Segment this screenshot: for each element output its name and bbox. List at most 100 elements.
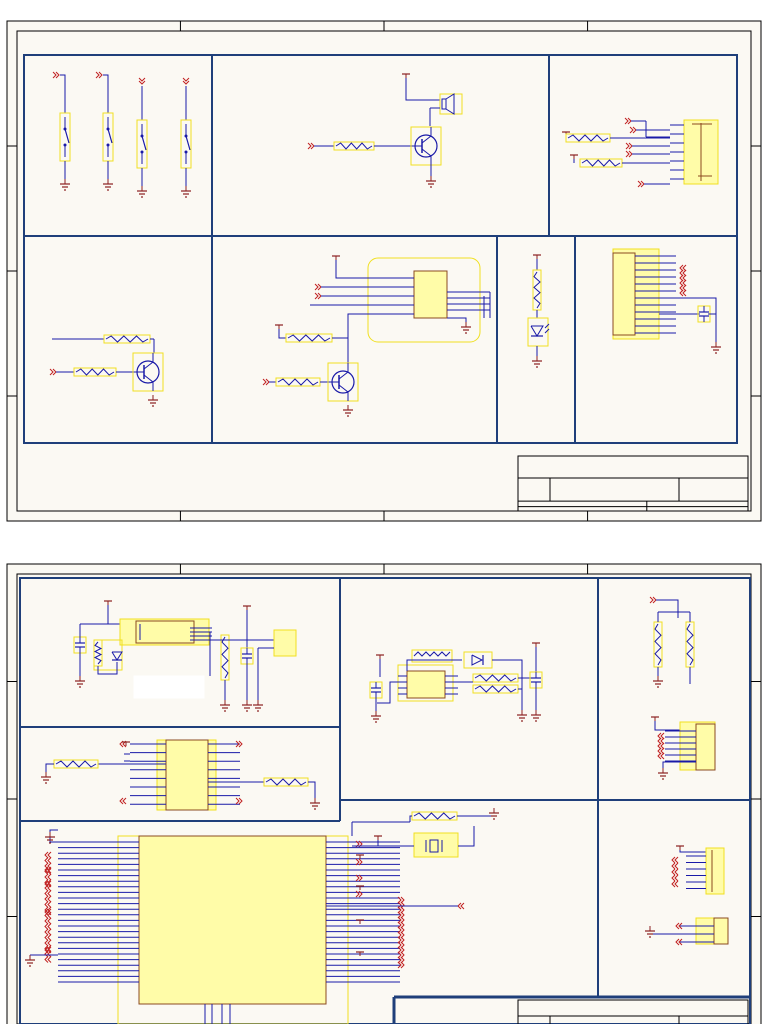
ground-icon — [253, 700, 263, 712]
net-chevron — [682, 269, 687, 277]
net-chevron — [400, 901, 405, 909]
sheet-1 — [6, 20, 762, 522]
net-chevron — [44, 934, 49, 941]
net-arrow-icon — [657, 737, 665, 745]
transistor-emitter — [143, 374, 154, 383]
net-arrow-icon — [671, 868, 679, 876]
wire — [60, 74, 66, 113]
net-chevron — [400, 951, 405, 959]
speaker-cone — [445, 93, 455, 115]
switch-contact — [140, 134, 144, 138]
net-chevron — [397, 896, 402, 904]
net-chevron — [47, 906, 52, 914]
net-chevron — [679, 279, 684, 287]
net-chevron — [657, 742, 662, 750]
ground-icon — [137, 186, 147, 198]
led-outline — [527, 317, 549, 347]
transistor-emitter — [421, 148, 432, 157]
power-port-icon — [532, 642, 540, 647]
net-chevron — [44, 880, 49, 888]
net-arrow-icon — [397, 941, 405, 949]
net-chevron — [355, 874, 360, 882]
net-chevron — [98, 71, 103, 79]
ic-package — [406, 670, 446, 699]
net-chevron — [238, 740, 243, 748]
net-chevron — [47, 917, 52, 925]
ground-icon — [25, 955, 35, 967]
resistor-zigzag — [93, 641, 103, 665]
switch-contact — [106, 127, 110, 131]
power-port-icon — [570, 154, 578, 159]
wire — [659, 297, 717, 342]
net-chevron — [49, 368, 54, 376]
connector-body — [695, 723, 716, 771]
transistor-collector — [338, 371, 349, 380]
net-chevron — [397, 941, 402, 949]
net-chevron — [400, 896, 405, 904]
net-chevron — [47, 923, 52, 930]
net-chevron — [47, 928, 52, 936]
net-arrow-icon — [44, 908, 52, 916]
ic-package — [413, 270, 448, 319]
net-chevron — [182, 77, 190, 82]
net-chevron — [44, 908, 49, 916]
net-chevron — [44, 917, 49, 925]
net-chevron — [358, 874, 363, 882]
power-port-icon — [651, 716, 659, 721]
ic-outline-rounded — [367, 257, 481, 343]
net-chevron — [679, 289, 684, 297]
wire — [97, 662, 118, 675]
transistor-outline — [327, 362, 359, 402]
net-arrow-icon — [397, 916, 405, 924]
crystal-outline — [413, 832, 459, 858]
net-arrow-icon — [44, 866, 52, 874]
connector-body — [612, 252, 636, 336]
net-chevron — [47, 939, 52, 947]
resistor-zigzag — [277, 378, 319, 386]
connector-body — [273, 629, 297, 657]
wire — [377, 681, 398, 704]
led-ray — [544, 323, 550, 329]
wire — [409, 815, 412, 822]
power-port-icon — [533, 254, 541, 259]
net-chevron — [397, 906, 402, 914]
net-chevron — [47, 956, 52, 963]
resistor-zigzag — [265, 778, 307, 786]
net-chevron — [52, 71, 57, 79]
net-chevron — [660, 732, 665, 740]
net-chevron — [44, 939, 49, 947]
net-arrow-icon — [44, 917, 52, 925]
inductor-coil — [413, 651, 451, 657]
net-arrow-icon — [235, 740, 243, 748]
net-arrow-icon — [44, 923, 52, 930]
resistor-zigzag — [55, 760, 97, 768]
net-arrow-icon — [44, 873, 52, 881]
net-arrow-icon — [182, 77, 190, 85]
net-arrow-icon — [679, 264, 687, 272]
ground-icon — [242, 700, 252, 712]
net-arrow-icon — [44, 901, 52, 908]
net-chevron — [679, 264, 684, 272]
interface-ic-block — [41, 739, 320, 811]
net-chevron — [678, 938, 683, 946]
speaker-icon — [439, 93, 463, 115]
net-chevron — [355, 858, 360, 866]
net-arrow-icon — [119, 797, 127, 805]
transistor-emitter — [338, 384, 349, 393]
pullup-block — [649, 596, 695, 688]
net-chevron — [122, 797, 127, 805]
label-blank — [133, 675, 205, 699]
resistor-zigzag — [474, 674, 517, 682]
ground-icon — [103, 179, 113, 191]
net-chevron — [44, 895, 49, 903]
wire — [308, 781, 316, 798]
inductor-outline — [411, 649, 453, 663]
net-arrow-icon — [679, 269, 687, 277]
switch-contact — [140, 150, 144, 154]
switch-contact — [63, 143, 67, 147]
resistor-zigzag — [413, 812, 456, 820]
net-chevron — [682, 284, 687, 292]
net-arrow-icon — [657, 742, 665, 750]
net-chevron — [682, 274, 687, 282]
net-chevron — [47, 873, 52, 881]
